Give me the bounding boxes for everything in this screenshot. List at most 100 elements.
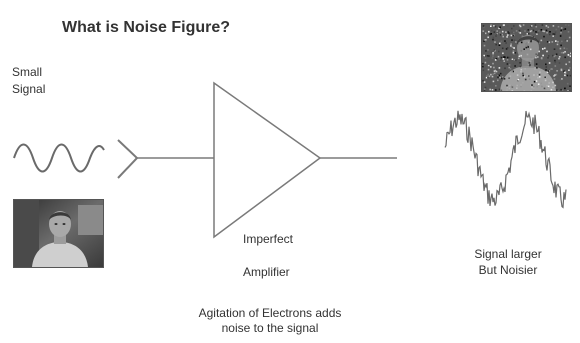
noise-speck (536, 33, 538, 35)
noise-speck (556, 29, 558, 31)
noise-speck (512, 47, 514, 49)
noise-speck (559, 52, 561, 54)
noise-speck (531, 84, 533, 86)
noise-speck (546, 66, 548, 68)
noise-speck (497, 80, 499, 82)
noise-speck (490, 84, 492, 86)
noise-speck (546, 51, 548, 53)
noise-speck (492, 63, 494, 65)
noise-speck (495, 59, 497, 61)
noise-speck (563, 29, 565, 31)
noise-speck (515, 52, 517, 54)
noise-speck (501, 78, 503, 80)
noise-speck (529, 64, 531, 66)
caption-line2: noise to the signal (160, 321, 380, 336)
noise-speck (529, 62, 531, 64)
noise-speck (527, 46, 529, 48)
noise-speck (560, 42, 562, 44)
noise-speck (484, 45, 486, 47)
noise-speck (568, 69, 570, 71)
noise-speck (499, 32, 501, 34)
noise-speck (542, 48, 544, 50)
noise-speck (568, 31, 570, 33)
noise-speck (510, 43, 512, 45)
noise-speck (504, 40, 506, 42)
noise-speck (568, 25, 570, 27)
noise-speck (544, 31, 546, 33)
noise-speck (564, 47, 566, 49)
noise-speck (555, 85, 557, 87)
noise-speck (565, 24, 567, 26)
noise-speck (545, 64, 547, 66)
noise-speck (492, 57, 494, 59)
noise-speck (484, 81, 486, 83)
noise-speck (488, 66, 490, 68)
noise-speck (539, 76, 541, 78)
noise-speck (499, 27, 501, 29)
noise-speck (507, 34, 509, 36)
noise-speck (560, 89, 562, 91)
noise-speck (567, 90, 569, 91)
noise-speck (489, 89, 491, 91)
noise-speck (533, 86, 535, 88)
noise-speck (551, 89, 553, 91)
noise-speck (534, 81, 536, 83)
noise-speck (560, 35, 562, 37)
noise-speck (531, 25, 533, 27)
noise-speck (503, 58, 505, 60)
noise-speck (533, 30, 535, 32)
noise-speck (498, 56, 500, 58)
noise-speck (493, 25, 495, 27)
noise-speck (552, 55, 554, 57)
noise-speck (500, 73, 502, 75)
noise-speck (536, 80, 538, 82)
noise-speck (555, 31, 557, 33)
noise-speck (484, 39, 486, 41)
noise-speck (500, 34, 502, 36)
noise-speck (525, 79, 527, 81)
noise-speck (492, 55, 494, 57)
noise-speck (559, 62, 561, 64)
noise-speck (516, 85, 518, 87)
noise-speck (520, 55, 522, 57)
noise-speck (485, 50, 487, 52)
noise-speck (555, 40, 557, 42)
noise-speck (538, 30, 540, 32)
noise-speck (527, 45, 529, 47)
noise-speck (530, 49, 532, 51)
noise-speck (515, 60, 517, 62)
noise-speck (537, 56, 539, 58)
noise-speck (506, 90, 508, 91)
noise-speck (498, 51, 500, 53)
noise-speck (557, 44, 559, 46)
noise-speck (536, 63, 538, 65)
noise-speck (542, 55, 544, 57)
noise-speck (507, 47, 509, 49)
noise-speck (533, 32, 535, 34)
noise-speck (553, 25, 555, 27)
noise-speck (501, 57, 503, 59)
noise-speck (501, 41, 503, 43)
noise-speck (554, 60, 556, 62)
noise-speck (535, 24, 537, 26)
noise-speck (554, 78, 556, 80)
noise-speck (512, 35, 514, 37)
noise-speck (502, 36, 504, 38)
noise-speck (546, 25, 548, 27)
noise-speck (556, 89, 558, 91)
noise-speck (565, 39, 567, 41)
noise-speck (491, 30, 493, 32)
noise-speck (541, 32, 543, 34)
noise-speck (535, 31, 537, 33)
noise-speck (511, 32, 513, 34)
noise-speck (515, 41, 517, 43)
noise-speck (490, 33, 492, 35)
noise-speck (488, 31, 490, 33)
noise-speck (567, 83, 569, 85)
noise-speck (495, 35, 497, 37)
noise-speck (565, 28, 567, 30)
noise-speck (502, 53, 504, 55)
noise-speck (519, 56, 521, 58)
noise-speck (569, 59, 571, 61)
noise-speck (560, 32, 562, 34)
